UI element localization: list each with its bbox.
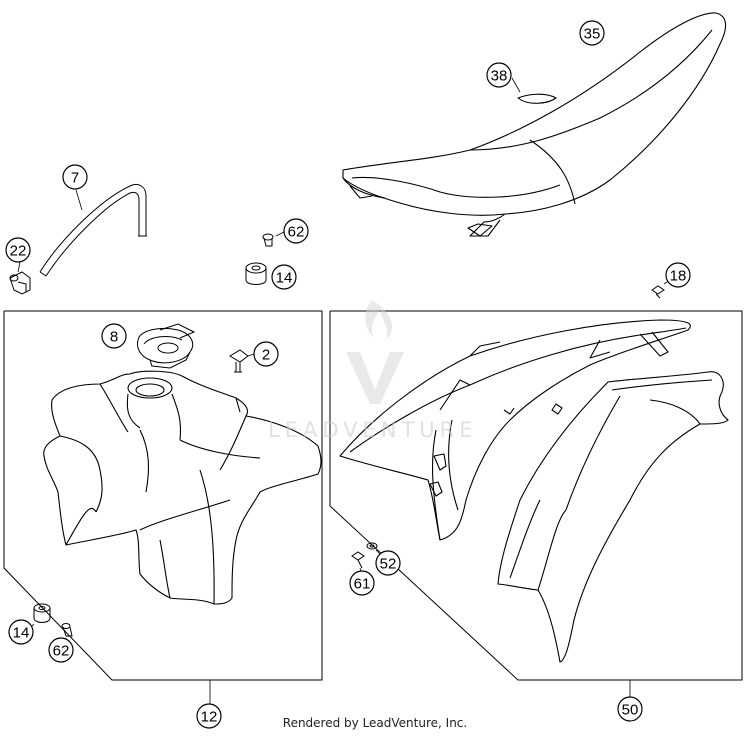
callout-14-top: 14 [271, 264, 297, 290]
svg-text:50: 50 [622, 702, 639, 719]
screw-part-bottom [61, 623, 73, 637]
callout-61: 61 [349, 570, 375, 596]
callout-52: 52 [375, 550, 401, 576]
left-shroud-part [339, 319, 691, 541]
callout-14-bottom: 14 [8, 619, 34, 645]
callout-8: 8 [101, 323, 127, 349]
tank-group-frame [3, 310, 323, 681]
callout-62-bottom: 62 [48, 637, 74, 663]
callout-35: 35 [579, 20, 605, 46]
svg-text:62: 62 [53, 643, 70, 660]
spacer-part-top [245, 262, 267, 285]
callout-12: 12 [196, 703, 222, 729]
svg-text:35: 35 [584, 26, 601, 43]
callout-18: 18 [665, 262, 691, 288]
watermark-logo [346, 300, 404, 404]
svg-text:8: 8 [110, 329, 118, 346]
svg-text:61: 61 [354, 576, 371, 593]
leader-38 [511, 77, 521, 93]
fuel-cap-part [137, 323, 196, 369]
seat-part [342, 12, 727, 237]
elbow-fitting-part [9, 271, 31, 295]
leader-2 [247, 353, 255, 357]
callout-2: 2 [253, 341, 279, 367]
svg-text:22: 22 [10, 243, 27, 260]
leader-22 [17, 261, 21, 273]
screw-part-61 [351, 551, 365, 569]
vent-valve-part [229, 349, 249, 373]
leader-7 [75, 189, 83, 211]
washer-part-52 [366, 542, 378, 550]
callout-22: 22 [5, 237, 31, 263]
fuel-tank-part [43, 370, 322, 605]
spacer-part-bottom [33, 603, 51, 623]
svg-text:12: 12 [201, 709, 218, 726]
svg-text:62: 62 [288, 224, 305, 241]
watermark-text: LEADVENTURE [268, 418, 478, 442]
svg-text:52: 52 [380, 556, 397, 573]
svg-text:14: 14 [13, 625, 30, 642]
svg-text:7: 7 [71, 170, 79, 187]
svg-text:2: 2 [262, 347, 270, 364]
svg-text:38: 38 [491, 68, 508, 85]
screw-part-top [262, 233, 274, 247]
callout-62-top: 62 [283, 218, 309, 244]
svg-text:18: 18 [670, 268, 687, 285]
screw-part-18 [651, 285, 665, 299]
callout-50: 50 [617, 696, 643, 722]
fuel-hose-part [39, 183, 147, 277]
right-shroud-part [497, 371, 729, 663]
leader-62-top [275, 231, 285, 237]
footer-credit: Rendered by LeadVenture, Inc. [282, 716, 468, 730]
svg-text:14: 14 [276, 270, 293, 287]
callout-38: 38 [486, 62, 512, 88]
callout-7: 7 [62, 164, 88, 190]
